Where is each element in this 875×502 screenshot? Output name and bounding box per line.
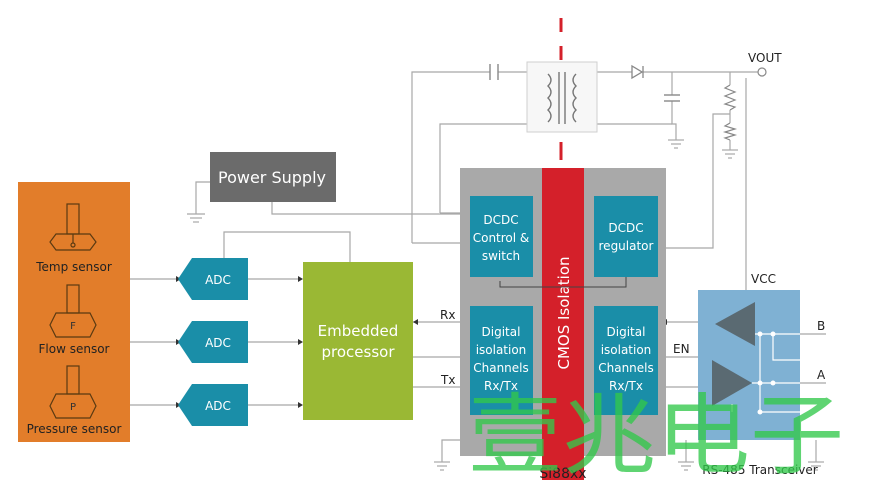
digital-isolation-left-block: Digital isolation Channels Rx/Tx [470, 306, 533, 415]
flow-sensor-label: Flow sensor [39, 342, 110, 356]
power-supply-block: Power Supply [210, 152, 336, 202]
temp-sensor-label: Temp sensor [35, 260, 112, 274]
digital-left-line3: Channels [473, 361, 529, 375]
adc-label: ADC [205, 336, 231, 350]
vout-label: VOUT [748, 51, 782, 65]
dcdc-regulator-line2: regulator [599, 239, 654, 253]
sensor-panel: Temp sensor F Flow sensor P Pressure sen… [18, 182, 130, 442]
adc-label: ADC [205, 399, 231, 413]
adc-block: ADC [178, 384, 248, 426]
pressure-sensor-label: Pressure sensor [27, 422, 122, 436]
digital-right-line4: Rx/Tx [609, 379, 643, 393]
receiver-buffer-icon [715, 302, 755, 346]
isolator-part-label: Si88xx [539, 466, 586, 482]
digital-left-line1: Digital [482, 325, 521, 339]
driver-buffer-icon [712, 360, 752, 406]
tx-label: Tx [440, 373, 455, 387]
adc-blocks: ADC ADC ADC [178, 258, 248, 426]
cmos-isolation-label: CMOS Isolation [555, 256, 573, 369]
processor-label-line1: Embedded [318, 322, 399, 340]
digital-isolation-right-block: Digital isolation Channels Rx/Tx [594, 306, 658, 415]
adc-label: ADC [205, 273, 231, 287]
vout-terminal-icon [757, 67, 767, 77]
rx-label: Rx [440, 308, 455, 322]
resistor-icon [723, 84, 737, 111]
vcc-label: VCC [751, 272, 776, 286]
dcdc-feedback-line [499, 277, 627, 288]
digital-left-line4: Rx/Tx [484, 379, 518, 393]
dcdc-control-line1: DCDC [483, 213, 518, 227]
flow-sensor-icon [49, 284, 97, 338]
watermark-text: 壹兆电子 [468, 384, 844, 487]
digital-right-line2: isolation [601, 343, 652, 357]
a-line-label: A [817, 368, 826, 382]
resistor-icon [722, 122, 738, 141]
dcdc-control-line2: Control & [473, 231, 530, 245]
dcdc-regulator-block: DCDC regulator [594, 196, 658, 277]
b-line-label: B [817, 319, 825, 333]
dcdc-control-line3: switch [482, 249, 520, 263]
temp-sensor-icon [49, 203, 97, 251]
dcdc-control-block: DCDC Control & switch [470, 196, 533, 277]
transformer-secondary-coil-icon [572, 73, 577, 123]
en-label: EN [673, 342, 690, 356]
output-capacitor-icon [664, 94, 680, 102]
capacitor-icon [489, 64, 499, 80]
digital-right-line1: Digital [607, 325, 646, 339]
rs485-transceiver-block: VCC [698, 272, 800, 440]
flow-sensor-glyph: F [70, 321, 76, 332]
embedded-processor-block: Embedded processor [303, 262, 413, 420]
adc-block: ADC [178, 321, 248, 363]
diode-icon [631, 64, 644, 80]
transformer [526, 61, 598, 133]
digital-left-line2: isolation [476, 343, 527, 357]
isolator-chip: CMOS Isolation DCDC Control & switch DCD… [460, 168, 666, 480]
power-supply-label: Power Supply [218, 168, 326, 187]
transformer-primary-coil-icon [547, 73, 552, 123]
pressure-sensor-icon [49, 365, 97, 419]
pressure-sensor-glyph: P [70, 402, 76, 413]
adc-block: ADC [178, 258, 248, 300]
cmos-isolation-barrier [542, 168, 584, 480]
processor-label-line2: processor [322, 343, 396, 361]
dcdc-regulator-line1: DCDC [608, 221, 643, 235]
digital-right-line3: Channels [598, 361, 654, 375]
transceiver-label: RS-485 Transceiver [702, 463, 818, 477]
